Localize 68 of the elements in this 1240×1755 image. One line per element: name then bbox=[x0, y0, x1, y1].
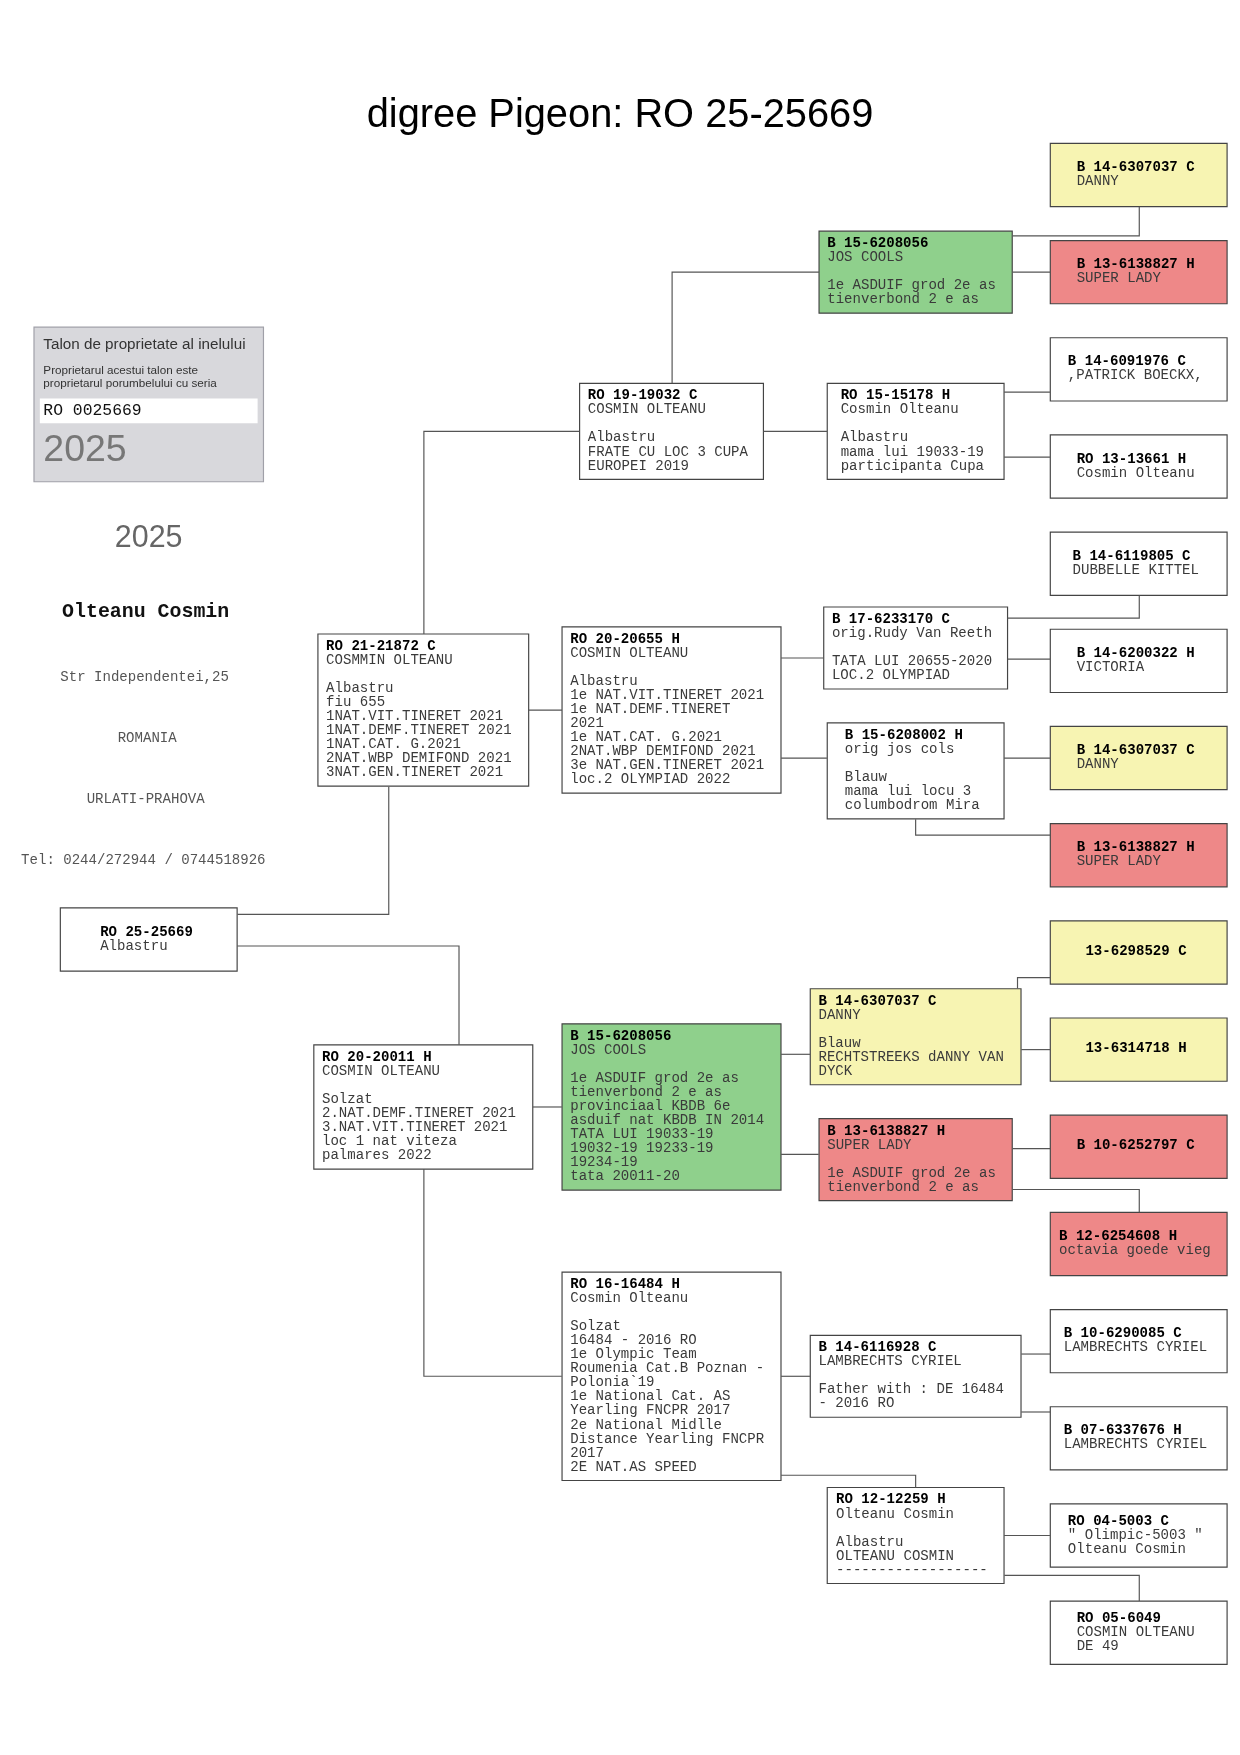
node-box: B 15-6208056 JOS COOLS 1e ASDUIF grod 2e as tienverbond 2 e as bbox=[818, 230, 1013, 314]
node-box: B 13-6138827 H SUPER LADY 1e ASDUIF grod 2e as tienverbond 2 e as bbox=[818, 1118, 1013, 1202]
connector bbox=[236, 786, 390, 915]
node-box: RO 13-13661 H Cosmin Olteanu bbox=[1049, 434, 1228, 499]
label: Olteanu Cosmin bbox=[62, 599, 230, 623]
node-box: B 10-6290085 C LAMBRECHTS CYRIEL bbox=[1049, 1308, 1228, 1374]
connector bbox=[780, 1474, 917, 1488]
node-box: B 10-6252797 C bbox=[1049, 1114, 1228, 1179]
node-box: RO 16-16484 H Cosmin Olteanu Solzat 16484 - 2016 RO 1e Olympic Team Roumenia Cat.B Poznan - Polonia`19 1e National Cat. AS Yearling FNCPR 2017 2e National Midlle Distance Yearling FNCPR 2017 2E NAT.AS SPEED bbox=[561, 1271, 782, 1482]
connector bbox=[1020, 1353, 1051, 1355]
connector bbox=[762, 430, 828, 432]
node-box: B 07-6337676 H LAMBRECHTS CYRIEL bbox=[1049, 1406, 1228, 1471]
connector bbox=[780, 757, 828, 759]
node-box: B 12-6254608 H octavia goede vieg bbox=[1049, 1211, 1228, 1277]
node-box: B 13-6138827 H SUPER LADY bbox=[1049, 239, 1228, 305]
connector bbox=[780, 657, 825, 659]
connector bbox=[1011, 1147, 1051, 1150]
node-box: RO 20-20655 H COSMIN OLTEANU Albastru 1e NAT.VIT.TINERET 2021 1e NAT.DEMF.TINERET 2021 1e NAT.CAT. G.2021 2NAT.WBP DEMIFOND 2021 3e NAT.GEN.TINERET 2021 loc.2 OLYMPIAD 2022 bbox=[561, 626, 782, 794]
node-box: 13-6298529 C bbox=[1049, 920, 1228, 985]
connector bbox=[780, 1153, 820, 1155]
node-box: B 15-6208056 JOS COOLS 1e ASDUIF grod 2e as tienverbond 2 e as provinciaal KBDB 6e asduif nat KBDB IN 2014 TATA LUI 19033-19 19032-19 19233-19 19234-19 tata 20011-20 bbox=[561, 1023, 782, 1191]
node-box: RO 04-5003 C " Olimpic-5003 " Olteanu Cosmin bbox=[1049, 1503, 1228, 1568]
node-box: RO 25-25669 Albastru bbox=[59, 907, 238, 972]
node-box: B 14-6307037 C DANNY bbox=[1049, 725, 1228, 791]
node-box: 13-6314718 H bbox=[1049, 1017, 1228, 1082]
label: ROMANIA bbox=[117, 729, 177, 746]
node-box: B 17-6233170 C orig.Rudy Van Reeth TATA LUI 20655-2020 LOC.2 OLYMPIAD bbox=[823, 606, 1009, 690]
node-box: RO 12-12259 H Olteanu Cosmin Albastru OLTEANU COSMIN ------------------ bbox=[826, 1486, 1005, 1585]
node-box: RO 21-21872 C COSMMIN OLTEANU Albastru fiu 655 1NAT.VIT.TINERET 2021 1NAT.DEMF.TINERET 2021 1NAT.CAT. G.2021 2NAT.WBP DEMIFOND 2021 3NAT.GEN.TINERET 2021 bbox=[317, 633, 530, 787]
connector bbox=[1007, 594, 1140, 619]
node-box: RO 15-15178 H Cosmin Olteanu Albastru mama lui 19033-19 participanta Cupa bbox=[826, 382, 1005, 480]
connector bbox=[532, 1106, 563, 1108]
node-box: B 14-6307037 C DANNY bbox=[1049, 142, 1228, 208]
connector bbox=[671, 271, 820, 384]
label: 2025 bbox=[114, 518, 183, 553]
connector bbox=[1003, 456, 1051, 458]
connector bbox=[1020, 1411, 1051, 1413]
label: Tel: 0244/272944 / 0744518926 bbox=[21, 851, 266, 868]
label: Str Independentei,25 bbox=[60, 668, 229, 685]
connector bbox=[1007, 658, 1051, 660]
connector bbox=[1003, 1534, 1051, 1537]
node-box: B 14-6200322 H VICTORIA bbox=[1049, 628, 1228, 694]
node-box: B 14-6091976 C ,PATRICK BOECKX, bbox=[1049, 337, 1228, 402]
connector bbox=[236, 945, 460, 1046]
connector bbox=[1016, 977, 1051, 990]
label: URLATI-PRAHOVA bbox=[86, 790, 205, 807]
connector bbox=[1011, 206, 1140, 237]
node-box: RO 19-19032 C COSMIN OLTEANU Albastru FRATE CU LOC 3 CUPA EUROPEI 2019 bbox=[579, 382, 764, 480]
node-box: RO 20-20011 H COSMIN OLTEANU Solzat 2.NAT.DEMF.TINERET 2021 3.NAT.VIT.TINERET 2021 loc 1 nat viteza palmares 2022 bbox=[313, 1044, 534, 1170]
node-box: B 15-6208002 H orig jos cols Blauw mama lui locu 3 columbodrom Mira bbox=[826, 722, 1005, 820]
connector bbox=[1003, 757, 1051, 759]
connector bbox=[1020, 1049, 1051, 1051]
connector bbox=[915, 818, 1051, 836]
node-box: B 14-6119805 C DUBBELLE KITTEL bbox=[1049, 531, 1228, 596]
connector bbox=[780, 1375, 811, 1377]
connector bbox=[780, 1053, 811, 1055]
diagram-title: digree Pigeon: RO 25-25669 bbox=[366, 91, 874, 136]
connector bbox=[423, 1168, 563, 1377]
connector bbox=[1003, 1574, 1140, 1602]
node-box: B 14-6307037 C DANNY Blauw RECHTSTREEKS dANNY VAN DYCK bbox=[809, 988, 1022, 1086]
connector bbox=[1011, 271, 1051, 273]
connector bbox=[423, 430, 580, 635]
connector bbox=[528, 709, 563, 711]
connector bbox=[1011, 1188, 1140, 1213]
node-box: B 13-6138827 H SUPER LADY bbox=[1049, 823, 1228, 888]
connector bbox=[1003, 391, 1051, 393]
node-box: RO 05-6049 COSMIN OLTEANU DE 49 bbox=[1049, 1600, 1228, 1665]
node-box: B 14-6116928 C LAMBRECHTS CYRIEL Father with : DE 16484 - 2016 RO bbox=[809, 1334, 1022, 1418]
